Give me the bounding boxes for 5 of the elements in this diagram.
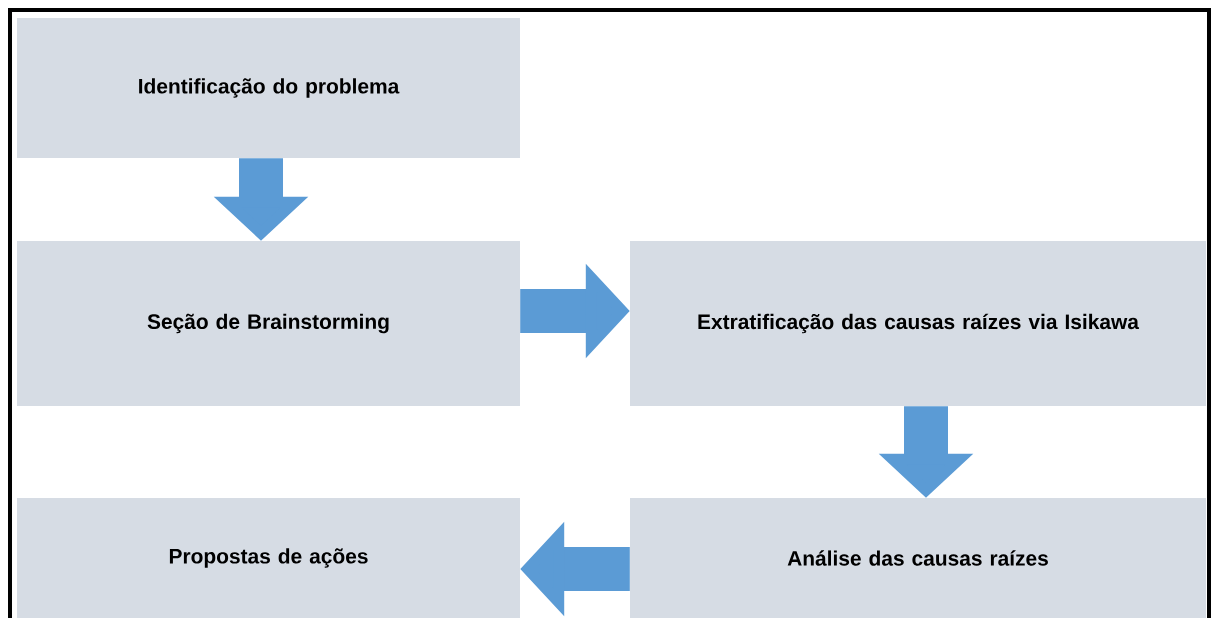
process-box: Extratificação das causas raízes via Isikawa: [630, 241, 1206, 406]
process-box: Propostas de ações: [17, 498, 520, 618]
process-box: Identificação do problema: [17, 18, 520, 158]
process-box: Análise das causas raízes: [630, 498, 1206, 618]
process-box: Seção de Brainstorming: [17, 241, 520, 406]
